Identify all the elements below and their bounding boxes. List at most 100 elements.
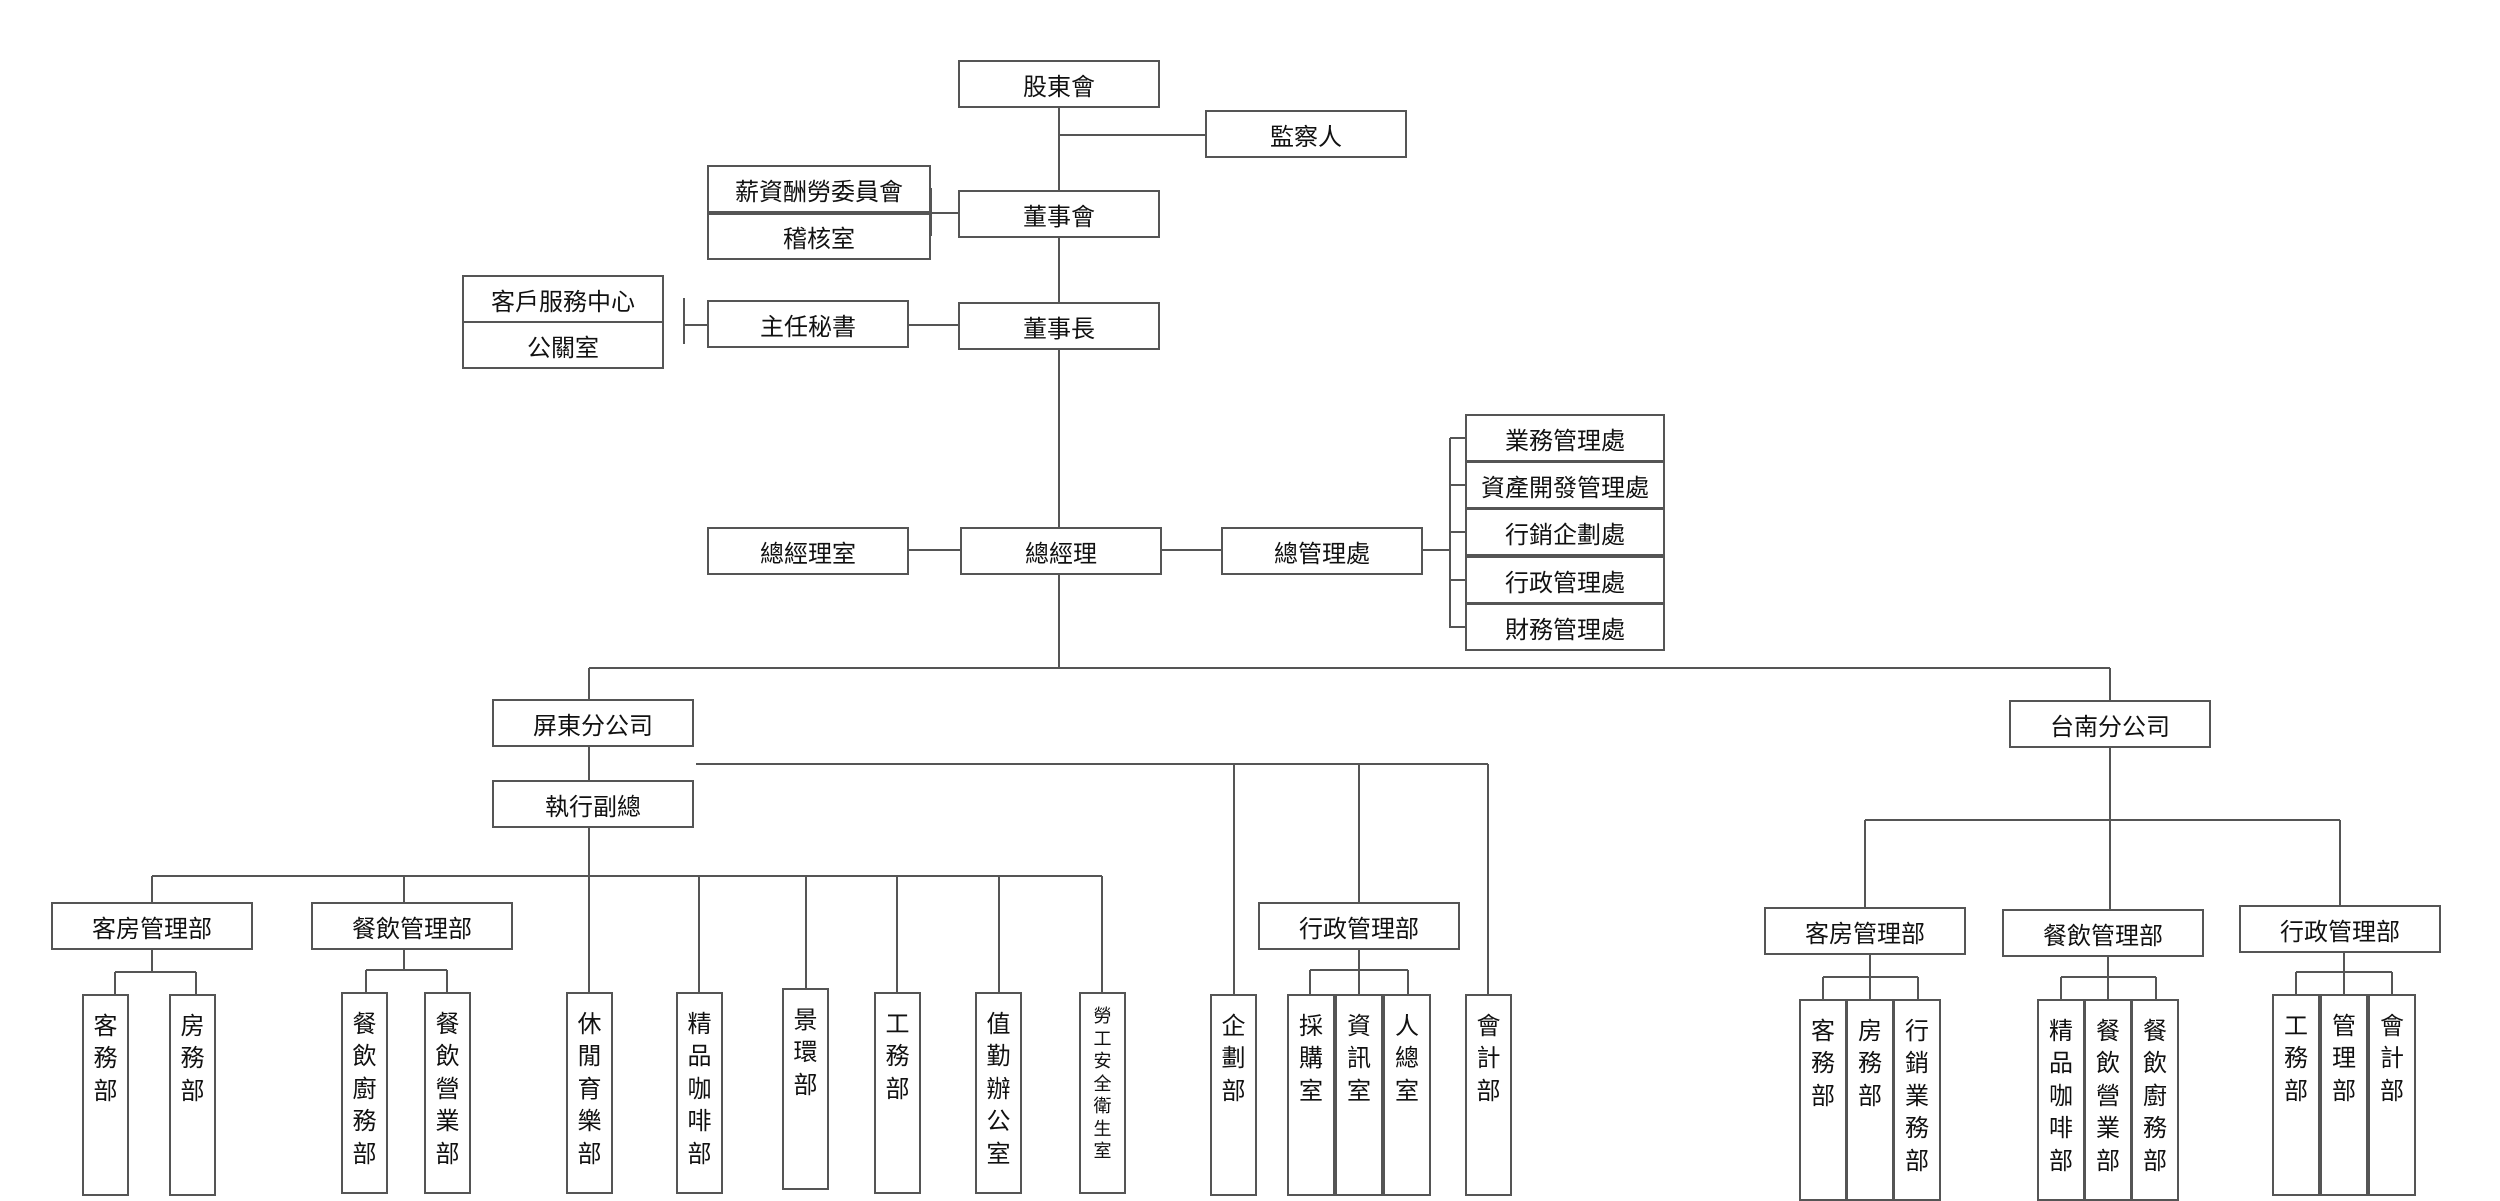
pingtung-accounting-label: 會計部 (1476, 1012, 1501, 1105)
tainan-fnb-unit-label: 精品咖啡部 (2048, 1017, 2073, 1175)
board-label: 董事會 (1023, 202, 1095, 231)
pingtung-accounting-box: 會計部 (1465, 994, 1512, 1196)
gm-office-box: 總經理室 (707, 527, 909, 575)
customer-service-center-box: 客戶服務中心 (462, 275, 664, 323)
pingtung-admin-dept-box: 行政管理部 (1258, 902, 1460, 950)
tainan-fnb-dept-label: 餐飲管理部 (2043, 921, 2163, 950)
pingtung-admin-unit-label: 資訊室 (1346, 1012, 1371, 1105)
pingtung-rooms-unit-label: 房務部 (180, 1012, 205, 1105)
general-manager-label: 總經理 (1025, 539, 1097, 568)
pingtung-evp-unit-label: 休閒育樂部 (577, 1010, 602, 1168)
pingtung-planning-label: 企劃部 (1221, 1012, 1246, 1105)
pingtung-admin-dept-label: 行政管理部 (1299, 914, 1419, 943)
board-box: 董事會 (958, 190, 1160, 238)
tainan-fnb-unit-label: 餐飲營業部 (2095, 1017, 2120, 1175)
tainan-admin-unit-box: 工務部 (2272, 994, 2320, 1196)
pingtung-evp-unit-label: 值勤辦公室 (986, 1010, 1011, 1168)
pingtung-evp-unit-label: 精品咖啡部 (687, 1010, 712, 1168)
evp-label: 執行副總 (545, 792, 641, 821)
general-manager-box: 總經理 (960, 527, 1162, 575)
tainan-fnb-dept-box: 餐飲管理部 (2002, 909, 2204, 957)
pingtung-fnb-unit-box: 餐飲營業部 (424, 992, 471, 1194)
compensation-committee-box: 薪資酬勞委員會 (707, 165, 931, 213)
tainan-rooms-unit-label: 行銷業務部 (1904, 1017, 1929, 1175)
gm-office-label: 總經理室 (760, 539, 856, 568)
tainan-fnb-unit-box: 餐飲廚務部 (2131, 999, 2179, 1201)
general-management-box: 總管理處 (1221, 527, 1423, 575)
pingtung-evp-unit-box: 值勤辦公室 (975, 992, 1022, 1194)
tainan-rooms-unit-label: 房務部 (1857, 1017, 1882, 1110)
tainan-rooms-unit-box: 房務部 (1846, 999, 1894, 1201)
pingtung-evp-unit-box: 精品咖啡部 (676, 992, 723, 1194)
gm-division-label: 業務管理處 (1505, 426, 1625, 455)
chairman-box: 董事長 (958, 302, 1160, 350)
tainan-admin-unit-box: 會計部 (2368, 994, 2416, 1196)
pingtung-evp-unit-box: 勞工安全衛生室 (1079, 992, 1126, 1194)
pingtung-evp-unit-box: 景環部 (782, 988, 829, 1190)
tainan-fnb-unit-box: 餐飲營業部 (2084, 999, 2132, 1201)
gm-division-box: 資產開發管理處 (1465, 461, 1665, 509)
gm-division-label: 行政管理處 (1505, 568, 1625, 597)
tainan-admin-unit-label: 管理部 (2331, 1012, 2356, 1105)
gm-division-box: 財務管理處 (1465, 603, 1665, 651)
pingtung-rooms-dept-box: 客房管理部 (51, 902, 253, 950)
pingtung-rooms-unit-box: 客務部 (82, 994, 129, 1196)
chairman-label: 董事長 (1023, 314, 1095, 343)
pingtung-fnb-unit-box: 餐飲廚務部 (341, 992, 388, 1194)
pingtung-admin-unit-box: 人總室 (1383, 994, 1431, 1196)
tainan-admin-unit-label: 工務部 (2283, 1012, 2308, 1105)
gm-division-box: 行政管理處 (1465, 556, 1665, 604)
gm-division-box: 業務管理處 (1465, 414, 1665, 462)
gm-division-box: 行銷企劃處 (1465, 508, 1665, 556)
tainan-rooms-unit-box: 行銷業務部 (1893, 999, 1941, 1201)
tainan-rooms-dept-label: 客房管理部 (1805, 919, 1925, 948)
pingtung-fnb-dept-label: 餐飲管理部 (352, 914, 472, 943)
evp-box: 執行副總 (492, 780, 694, 828)
chief-secretary-label: 主任秘書 (760, 312, 856, 341)
pingtung-rooms-dept-label: 客房管理部 (92, 914, 212, 943)
tainan-branch-label: 台南分公司 (2050, 712, 2170, 741)
audit-office-label: 稽核室 (783, 225, 855, 253)
tainan-admin-dept-box: 行政管理部 (2239, 905, 2441, 953)
tainan-admin-unit-label: 會計部 (2379, 1012, 2404, 1105)
tainan-admin-dept-label: 行政管理部 (2280, 917, 2400, 946)
supervisor-box: 監察人 (1205, 110, 1407, 158)
pingtung-evp-unit-box: 工務部 (874, 992, 921, 1194)
pingtung-rooms-unit-box: 房務部 (169, 994, 216, 1196)
tainan-fnb-unit-label: 餐飲廚務部 (2142, 1017, 2167, 1175)
tainan-admin-unit-box: 管理部 (2320, 994, 2368, 1196)
pingtung-planning-box: 企劃部 (1210, 994, 1257, 1196)
pingtung-admin-unit-label: 人總室 (1394, 1012, 1419, 1105)
tainan-rooms-dept-box: 客房管理部 (1764, 907, 1966, 955)
audit-office-box: 稽核室 (707, 213, 931, 260)
pingtung-fnb-unit-label: 餐飲廚務部 (352, 1010, 377, 1168)
pingtung-fnb-unit-label: 餐飲營業部 (435, 1010, 460, 1168)
supervisor-label: 監察人 (1270, 122, 1342, 151)
tainan-rooms-unit-box: 客務部 (1799, 999, 1847, 1201)
pingtung-fnb-dept-box: 餐飲管理部 (311, 902, 513, 950)
general-management-label: 總管理處 (1274, 539, 1370, 568)
pingtung-evp-unit-label: 工務部 (885, 1010, 910, 1103)
compensation-committee-label: 薪資酬勞委員會 (735, 177, 903, 206)
customer-service-center-label: 客戶服務中心 (491, 287, 635, 316)
tainan-rooms-unit-label: 客務部 (1810, 1017, 1835, 1110)
pingtung-admin-unit-box: 資訊室 (1335, 994, 1383, 1196)
public-relations-office-box: 公關室 (462, 321, 664, 369)
pingtung-rooms-unit-label: 客務部 (93, 1012, 118, 1105)
gm-division-label: 行銷企劃處 (1505, 520, 1625, 549)
pingtung-evp-unit-label: 勞工安全衛生室 (1093, 1006, 1112, 1162)
gm-division-label: 資產開發管理處 (1481, 473, 1649, 502)
tainan-branch-box: 台南分公司 (2009, 700, 2211, 748)
pingtung-admin-unit-label: 採購室 (1298, 1012, 1323, 1105)
pingtung-admin-unit-box: 採購室 (1287, 994, 1335, 1196)
tainan-fnb-unit-box: 精品咖啡部 (2037, 999, 2085, 1201)
pingtung-branch-label: 屏東分公司 (533, 711, 653, 740)
shareholders-box: 股東會 (958, 60, 1160, 108)
pingtung-evp-unit-box: 休閒育樂部 (566, 992, 613, 1194)
shareholders-label: 股東會 (1023, 72, 1095, 101)
pingtung-branch-box: 屏東分公司 (492, 699, 694, 747)
public-relations-office-label: 公關室 (527, 333, 599, 362)
chief-secretary-box: 主任秘書 (707, 300, 909, 348)
gm-division-label: 財務管理處 (1505, 615, 1625, 644)
